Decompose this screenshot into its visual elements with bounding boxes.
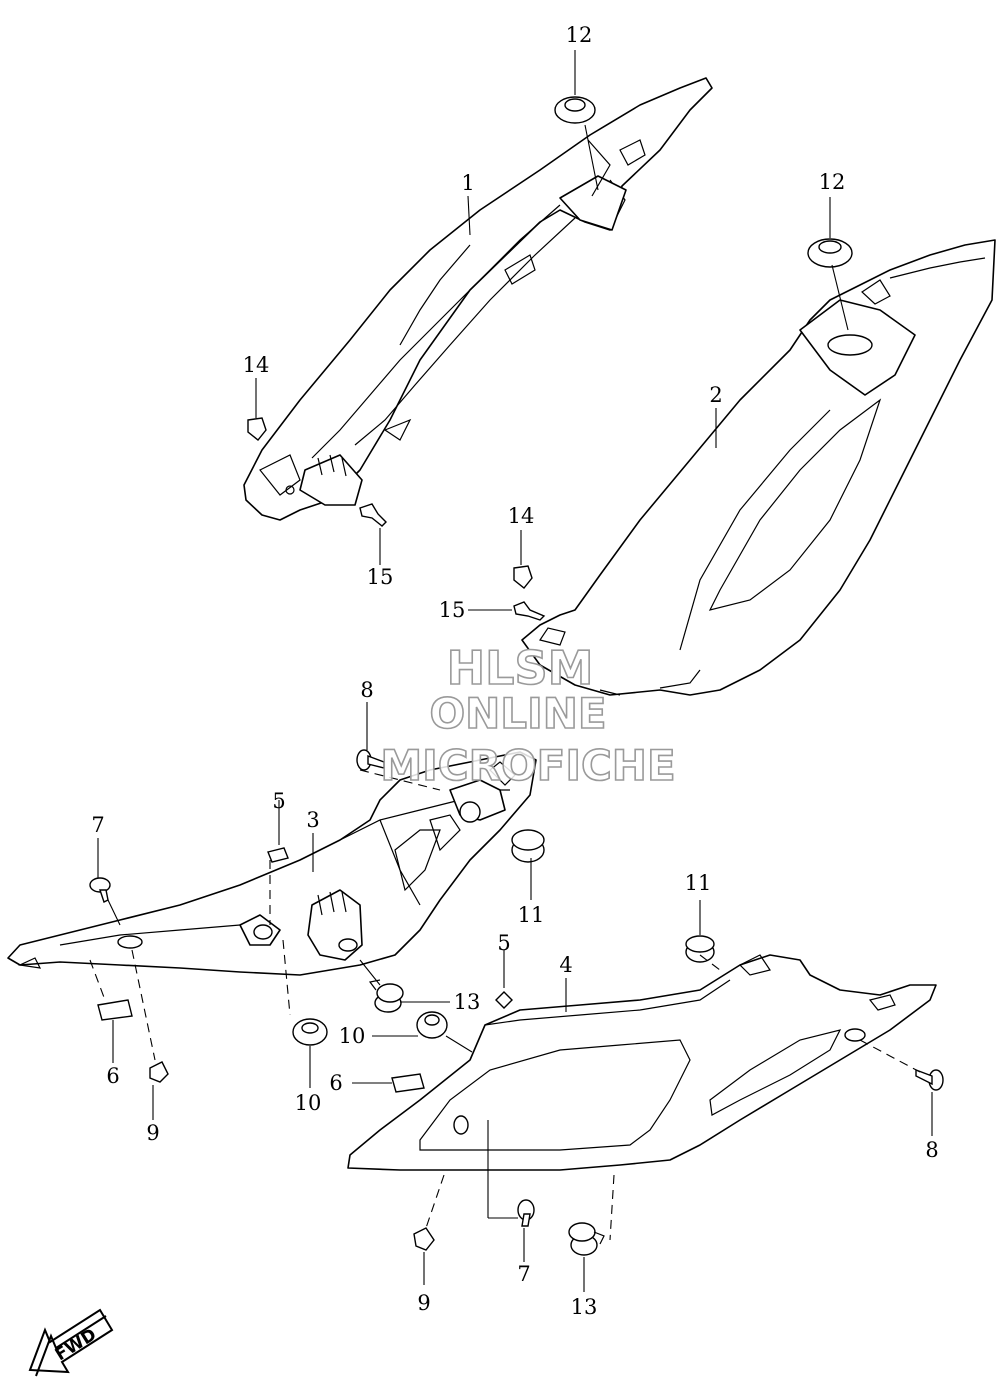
hardware-items bbox=[89, 96, 944, 1256]
nut-9-right bbox=[413, 1227, 435, 1251]
nut-9-left bbox=[149, 1061, 169, 1083]
callout-10: 10 bbox=[339, 1024, 366, 1048]
callout-7: 7 bbox=[91, 813, 104, 837]
callout-14: 14 bbox=[508, 504, 535, 528]
cushion-6-left bbox=[97, 999, 133, 1021]
screw-8-lower bbox=[915, 1068, 944, 1091]
callout-10: 10 bbox=[295, 1091, 322, 1115]
watermark-line-3: MICROFICHE bbox=[380, 741, 675, 790]
callout-6: 6 bbox=[329, 1071, 342, 1095]
part-3-cover bbox=[7, 751, 537, 976]
callout-1: 1 bbox=[461, 171, 474, 195]
grommet-10-right bbox=[416, 1011, 448, 1039]
callout-12: 12 bbox=[566, 23, 593, 47]
nut-13-lower bbox=[568, 1222, 605, 1256]
grommet-12-upper bbox=[554, 96, 596, 124]
pad-5-lower bbox=[495, 991, 513, 1009]
screw-8-upper bbox=[356, 749, 385, 771]
callout-5: 5 bbox=[272, 789, 285, 813]
callout-13: 13 bbox=[454, 990, 481, 1014]
callout-4: 4 bbox=[559, 953, 572, 977]
bush-11-upper bbox=[511, 829, 545, 863]
callout-11: 11 bbox=[518, 903, 545, 927]
grommet-12-lower bbox=[807, 238, 853, 268]
bush-11-lower bbox=[685, 935, 715, 963]
callout-15: 15 bbox=[367, 565, 394, 589]
clip-14-lower bbox=[513, 565, 533, 589]
nut-13-upper bbox=[368, 979, 404, 1013]
callout-14: 14 bbox=[243, 353, 270, 377]
callout-7: 7 bbox=[517, 1262, 530, 1286]
callout-13: 13 bbox=[571, 1295, 598, 1319]
watermark-line-2: ONLINE bbox=[429, 689, 606, 738]
clip-14-upper bbox=[247, 417, 267, 441]
callout-numbers: 12 12 1 2 14 15 14 15 8 5 3 7 11 11 5 4 … bbox=[91, 23, 938, 1319]
grommet-10-left bbox=[292, 1018, 328, 1046]
watermark: HLSM ONLINE MICROFICHE bbox=[380, 640, 677, 791]
screw-15-upper bbox=[359, 503, 387, 527]
screw-7-right bbox=[517, 1199, 535, 1227]
callout-9: 9 bbox=[146, 1121, 159, 1145]
callout-2: 2 bbox=[709, 383, 722, 407]
callout-11: 11 bbox=[685, 871, 712, 895]
part-1-cover bbox=[243, 77, 713, 521]
callout-12: 12 bbox=[819, 170, 846, 194]
fwd-arrow: FWD bbox=[28, 1308, 114, 1377]
part-2-cover bbox=[521, 239, 996, 696]
callout-8: 8 bbox=[925, 1138, 938, 1162]
callout-15: 15 bbox=[439, 598, 466, 622]
screw-7-left bbox=[89, 877, 111, 903]
cushion-6-right bbox=[391, 1073, 425, 1093]
pad-5-upper bbox=[267, 847, 289, 863]
callout-6: 6 bbox=[106, 1064, 119, 1088]
callout-9: 9 bbox=[417, 1291, 430, 1315]
part-4-cover bbox=[347, 954, 937, 1171]
screw-15-lower bbox=[513, 601, 546, 621]
callout-8: 8 bbox=[360, 678, 373, 702]
leader-lines bbox=[89, 50, 933, 1292]
watermark-line-1: HLSM bbox=[447, 641, 594, 695]
callout-5: 5 bbox=[497, 931, 510, 955]
callout-3: 3 bbox=[306, 808, 319, 832]
